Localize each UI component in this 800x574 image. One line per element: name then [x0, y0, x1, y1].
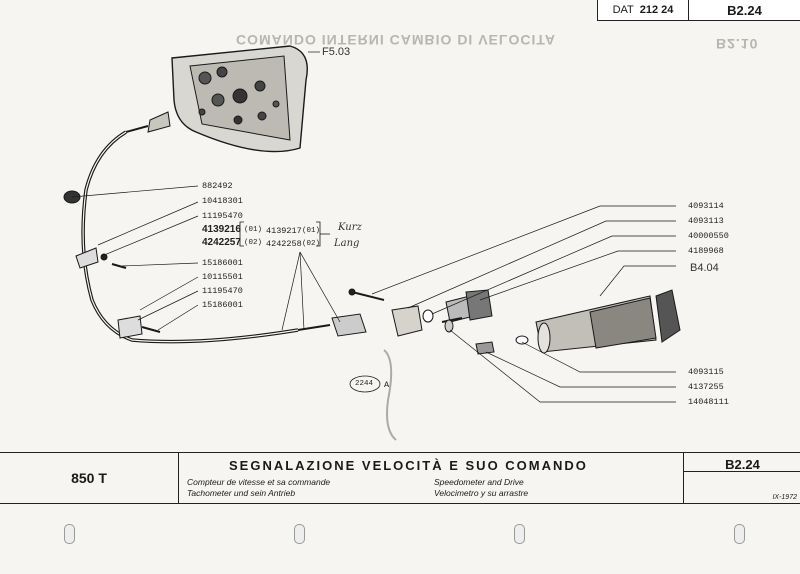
part-number: 882492 — [202, 181, 233, 191]
binder-hole — [294, 524, 305, 544]
gearbox-shaft — [535, 289, 681, 354]
title-es: Velocimetro y su arrastre — [434, 488, 529, 498]
part-number: 11195470 — [202, 211, 243, 221]
part-alt-number: 4242258 — [266, 239, 302, 249]
dat-number: 212 24 — [639, 4, 674, 16]
speedometer-cable — [81, 130, 299, 344]
part-number: 11195470 — [202, 286, 243, 296]
part-number: 10115501 — [202, 272, 243, 282]
title-de: Tachometer und sein Antrieb — [187, 488, 296, 498]
title-en: Speedometer and Drive — [434, 477, 524, 487]
binder-hole — [64, 524, 75, 544]
handwritten-note-short: Kurz — [338, 222, 362, 233]
page-code-header: B2.24 — [688, 0, 800, 21]
part-number: 15186001 — [202, 300, 243, 310]
part-alt-tag: (02) — [302, 240, 321, 248]
drive-gear — [441, 289, 493, 323]
part-alt-tag: (01) — [302, 227, 321, 235]
dat-label: DAT — [612, 4, 634, 16]
part-alt-number: 4139217 — [266, 226, 302, 236]
section-title: SEGNALAZIONE VELOCITÀ E SUO COMANDO — [229, 458, 588, 473]
code-divider — [683, 471, 800, 472]
shaft-ref: B4.04 — [690, 262, 719, 274]
page-code-footer: B2.24 — [725, 457, 760, 472]
leader-lines-left — [71, 185, 341, 331]
part-number: 40000550 — [688, 231, 729, 241]
part-number-long: 4242257 — [202, 237, 241, 248]
circle-code: 2244 — [355, 380, 374, 388]
handwritten-note-long: Lang — [334, 238, 360, 249]
part-number: 4137255 — [688, 382, 724, 392]
model-name: 850 T — [0, 453, 179, 503]
part-number: 4093113 — [688, 216, 724, 226]
part-number: 4093115 — [688, 367, 724, 377]
part-number: 4093114 — [688, 201, 724, 211]
page-code-box: B2.24 IX-1972 — [683, 453, 800, 503]
part-tag: (02) — [244, 239, 263, 247]
title-block: 850 T SEGNALAZIONE VELOCITÀ E SUO COMAND… — [0, 452, 800, 504]
title-fr: Compteur de vitesse et sa commande — [187, 477, 331, 487]
circle-suffix: A — [384, 380, 390, 390]
part-number: 14048111 — [688, 397, 729, 407]
binder-hole — [734, 524, 745, 544]
part-number: 15186001 — [202, 258, 243, 268]
dat-box: DAT 212 24 — [597, 0, 689, 21]
part-number-short: 4139216 — [202, 224, 241, 235]
issue-date: IX-1972 — [772, 494, 797, 501]
leader-lines-right-lower — [449, 329, 676, 403]
speedometer-housing — [171, 45, 308, 153]
binder-hole — [514, 524, 525, 544]
leader-lines-right-upper — [371, 205, 676, 315]
part-number: 4189968 — [688, 246, 724, 256]
instrument-ref: F5.03 — [322, 46, 351, 58]
part-tag: (01) — [244, 226, 263, 234]
part-number: 10418301 — [202, 196, 243, 206]
